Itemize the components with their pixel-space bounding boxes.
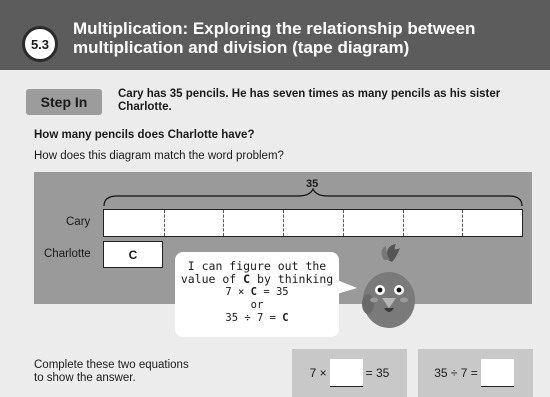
speech-bubble-tail [337, 280, 357, 294]
tape-segment-divider [223, 210, 225, 236]
answer-instructions: Complete these two equations to show the… [34, 359, 189, 384]
multiplication-answer-input[interactable] [329, 359, 363, 387]
step-in-label: Step In [26, 89, 102, 115]
lesson-header [0, 0, 550, 70]
total-brace [103, 188, 523, 207]
speech-line-5: 35 ÷ 7 = C [225, 312, 289, 324]
cary-tape [103, 209, 523, 237]
chick-mascot-icon [362, 244, 415, 328]
equation-division: 35 ÷ 7 = [418, 349, 533, 397]
speech-line-3: 7 × C = 35 [225, 286, 289, 298]
tape-segment-divider [283, 210, 285, 236]
question-2: How does this diagram match the word pro… [34, 150, 284, 162]
charlotte-label: Charlotte [44, 248, 91, 260]
tape-segment-divider [462, 210, 464, 236]
total-label: 35 [306, 178, 319, 190]
charlotte-tape: C [103, 241, 163, 268]
cary-label: Cary [66, 216, 91, 228]
speech-line-4: or [250, 299, 264, 311]
speech-line-2: value of C by thinking [180, 272, 334, 286]
question-1: How many pencils does Charlotte have? [34, 129, 255, 141]
division-answer-input[interactable] [480, 359, 514, 387]
lesson-title: Multiplication: Exploring the relationsh… [73, 19, 476, 57]
tape-segment-divider [342, 210, 344, 236]
word-problem: Cary has 35 pencils. He has seven times … [118, 88, 501, 113]
speech-line-1: I can figure out the [187, 259, 327, 273]
tape-segment-divider [402, 210, 404, 236]
lesson-number-badge: 5.3 [22, 26, 58, 62]
tape-segment-divider [163, 210, 165, 236]
speech-bubble: I can figure out the value of C by think… [175, 252, 339, 337]
equation-multiplication: 7 × = 35 [292, 349, 407, 397]
